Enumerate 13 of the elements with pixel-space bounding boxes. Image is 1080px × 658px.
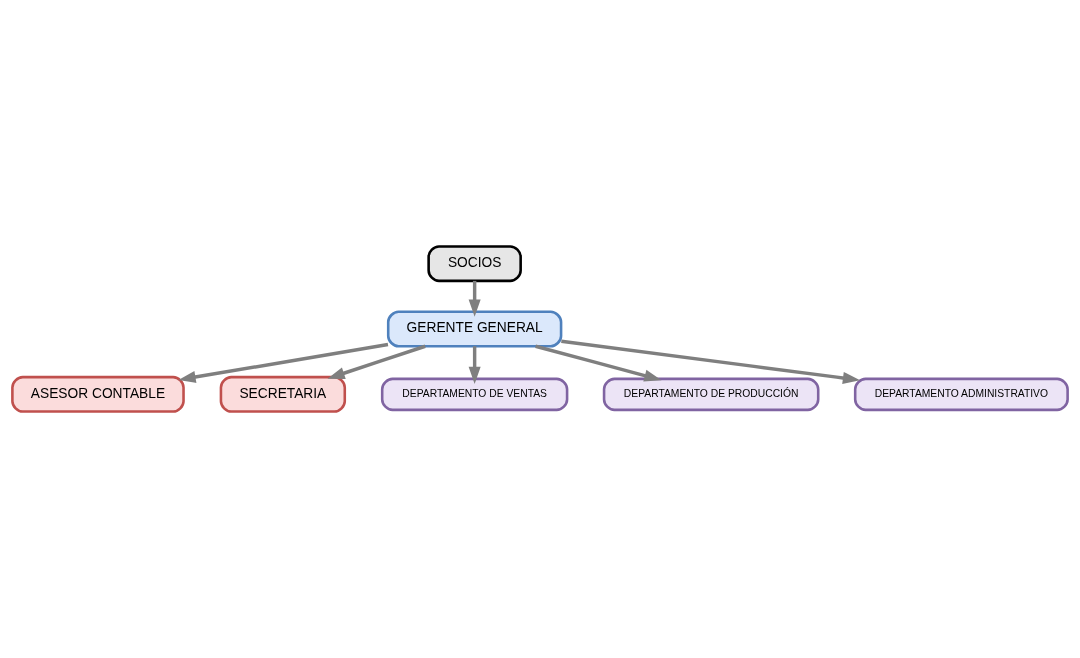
- arrow: [468, 280, 481, 317]
- node-box: ASESOR CONTABLE: [11, 375, 185, 413]
- node-box: GERENTE GENERAL: [386, 310, 563, 348]
- node-box: DEPARTAMENTO ADMINISTRATIVO: [853, 377, 1069, 412]
- node-box: SOCIOS: [427, 245, 522, 283]
- node-box: DEPARTAMENTO DE PRODUCCIÓN: [602, 377, 820, 412]
- arrow: [561, 339, 861, 384]
- arrow: [327, 344, 426, 379]
- arrow: [178, 342, 389, 383]
- arrow: [468, 346, 481, 384]
- arrow: [535, 344, 662, 382]
- node-box: DEPARTAMENTO DE VENTAS: [380, 377, 569, 412]
- node-box: SECRETARIA: [219, 375, 347, 413]
